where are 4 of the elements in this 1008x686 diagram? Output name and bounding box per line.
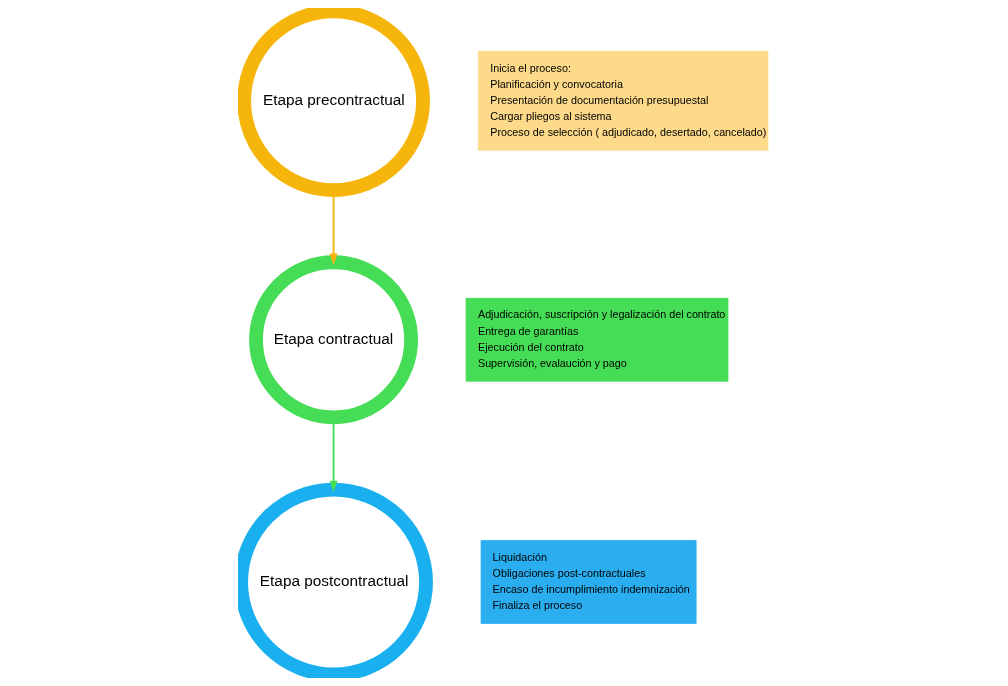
node-box: Liquidación Obligaciones post-contractuales Encaso de incumplimiento indemnización Finaliza el proceso — [480, 540, 696, 624]
node-circle: Etapa precontractual — [237, 8, 430, 198]
node-box: Adjudicación, suscripción y legalización del contrato Entrega de garantías Ejecución del contrato Supervisión, evalaución y pago — [465, 297, 728, 382]
node-box: Inicia el proceso: Planificación y convocatoria Presentación de documentación presupuestal Cargar pliegos al sistema Proceso de selección ( adjudicado, desertado, cancelado) — [477, 50, 768, 151]
